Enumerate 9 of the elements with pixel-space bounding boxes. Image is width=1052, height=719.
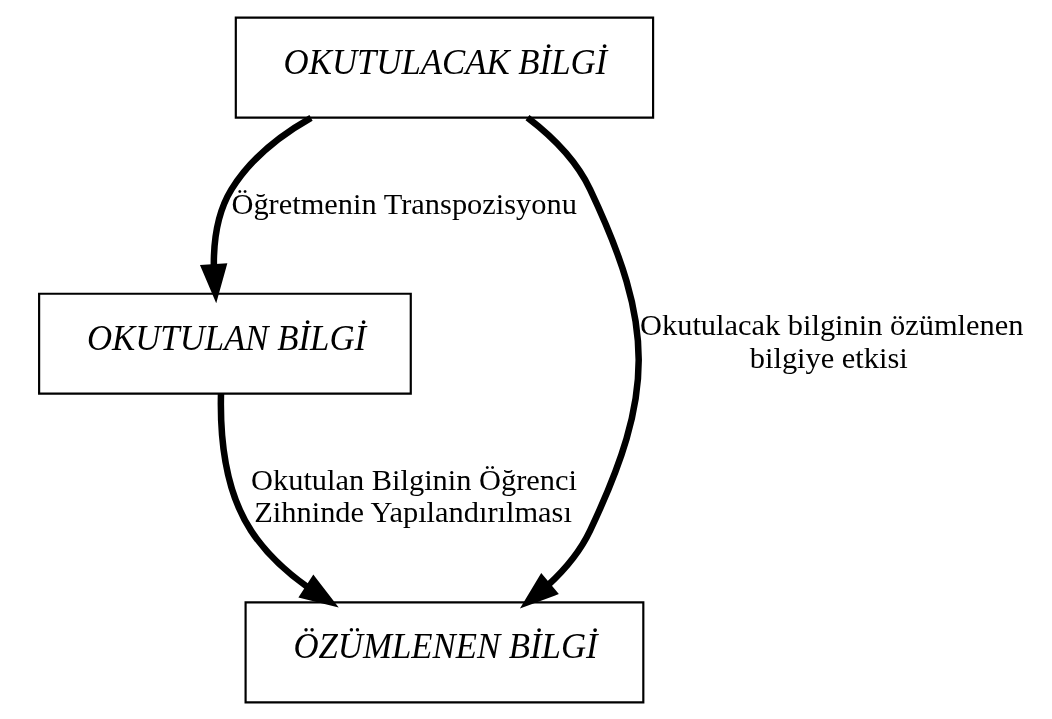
- edge-label: Öğretmenin Transpozisyonu: [230, 186, 577, 221]
- arrow: [519, 114, 642, 609]
- edge-label: Okutulacak bilginin özümlenen bilgiye etkisi: [639, 307, 1023, 375]
- node-box: OKUTULAN BİLGİ: [37, 292, 412, 395]
- node-box: ÖZÜMLENEN BİLGİ: [244, 600, 644, 703]
- edge-label: Okutulan Bilginin Öğrenci Zihninde Yapılandırılması: [250, 462, 577, 529]
- arrow: [199, 114, 313, 303]
- arrow: [217, 393, 339, 607]
- node-box: OKUTULACAK BİLGİ: [234, 16, 654, 119]
